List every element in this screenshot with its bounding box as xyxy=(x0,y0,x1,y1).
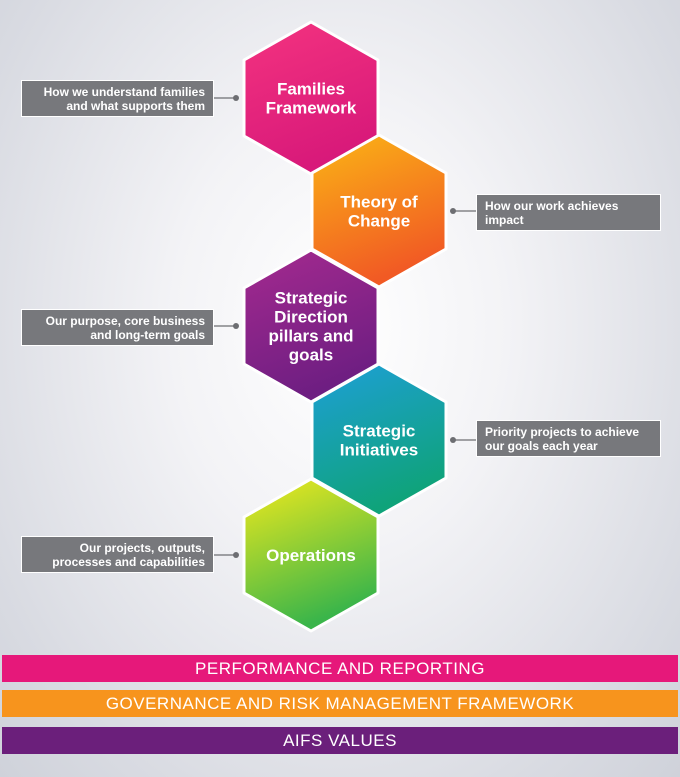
hexagon-label: Direction xyxy=(274,308,348,327)
performance-reporting-bar: PERFORMANCE AND REPORTING xyxy=(2,655,678,682)
hexagon-label: Initiatives xyxy=(340,441,418,460)
hexagon-label: Operations xyxy=(266,546,356,565)
connector-lines xyxy=(214,95,476,558)
hexagon-label: Framework xyxy=(266,99,357,118)
callout-theory: How our work achieves impact xyxy=(476,194,661,231)
connector-dot xyxy=(450,208,456,214)
hexagon-label: Strategic xyxy=(343,422,416,441)
hexagon-label: Strategic xyxy=(275,289,348,308)
hexagon-label: Theory of xyxy=(340,193,418,212)
aifs-values-bar: AIFS VALUES xyxy=(2,727,678,754)
callout-strategic-direction: Our purpose, core business and long-term… xyxy=(21,309,214,346)
connector-dot xyxy=(450,437,456,443)
connector-dot xyxy=(233,552,239,558)
hexagon-label: goals xyxy=(289,346,333,365)
hexagon-label: Change xyxy=(348,212,410,231)
callout-operations: Our projects, outputs, processes and cap… xyxy=(21,536,214,573)
connector-dot xyxy=(233,95,239,101)
hexagon-label: pillars and xyxy=(268,327,353,346)
hexagon-label: Families xyxy=(277,80,345,99)
callout-families: How we understand families and what supp… xyxy=(21,80,214,117)
connector-dot xyxy=(233,323,239,329)
governance-risk-bar: GOVERNANCE AND RISK MANAGEMENT FRAMEWORK xyxy=(2,690,678,717)
callout-strategic-initiatives: Priority projects to achieve our goals e… xyxy=(476,420,661,457)
hexagon-operations xyxy=(242,477,380,633)
